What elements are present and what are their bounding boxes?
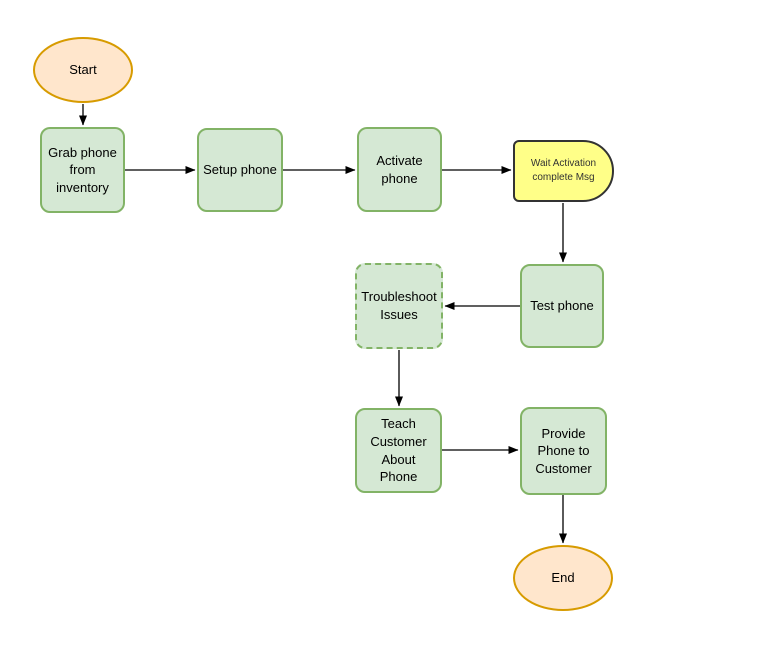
node-wait-activation-delay[interactable]: Wait Activation complete Msg (513, 140, 614, 202)
node-troubleshoot-issues[interactable]: Troubleshoot Issues (355, 263, 443, 349)
node-grab-phone[interactable]: Grab phone from inventory (40, 127, 125, 213)
node-end-label: End (551, 570, 575, 586)
node-grab-label: Grab phone from inventory (48, 144, 117, 195)
node-setup-label: Setup phone (203, 162, 277, 178)
node-teach-customer[interactable]: Teach Customer About Phone (355, 408, 442, 493)
node-wait-label: Wait Activation complete Msg (530, 157, 597, 184)
node-troubleshoot-label: Troubleshoot Issues (361, 289, 437, 322)
node-provide-label: Provide Phone to Customer (535, 425, 592, 476)
node-activate-label: Activate phone (376, 152, 423, 186)
node-test-label: Test phone (530, 298, 594, 314)
node-teach-label: Teach Customer About Phone (370, 416, 427, 485)
node-activate-phone[interactable]: Activate phone (357, 127, 442, 212)
node-start-label: Start (69, 62, 97, 78)
node-provide-phone[interactable]: Provide Phone to Customer (520, 407, 607, 495)
node-setup-phone[interactable]: Setup phone (197, 128, 283, 212)
node-test-phone[interactable]: Test phone (520, 264, 604, 348)
node-end-terminator[interactable]: End (513, 545, 613, 611)
node-start-terminator[interactable]: Start (33, 37, 133, 103)
